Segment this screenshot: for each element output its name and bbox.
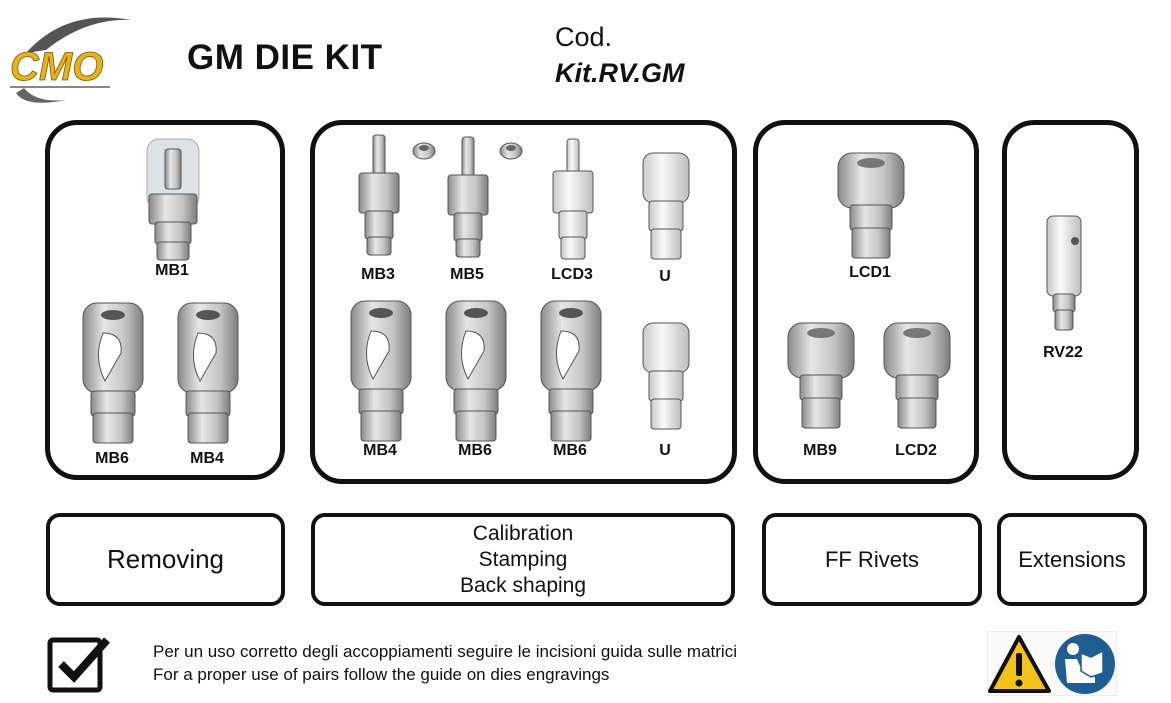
die-label: MB5 xyxy=(450,266,484,283)
label-ff-rivets: FF Rivets xyxy=(762,513,982,606)
safety-icons xyxy=(986,630,1118,697)
die-label: MB4 xyxy=(363,442,397,459)
label-extensions: Extensions xyxy=(997,513,1147,606)
die-label: LCD1 xyxy=(849,264,891,281)
die-label: LCD2 xyxy=(895,442,937,459)
die-label: MB4 xyxy=(190,450,224,467)
label-line: Stamping xyxy=(478,547,568,571)
die-label: MB6 xyxy=(553,442,587,459)
checkbox-checked-icon xyxy=(47,634,113,694)
die-image-icon xyxy=(1046,215,1082,331)
group-removing xyxy=(45,120,285,480)
die-label: U xyxy=(659,268,671,285)
die-image-icon xyxy=(837,152,905,259)
die-label: MB1 xyxy=(155,262,189,279)
group-calibration xyxy=(310,120,737,484)
die-image-icon xyxy=(350,300,412,442)
die-image-icon xyxy=(787,322,855,429)
die-image-icon xyxy=(642,152,690,260)
warning-icon xyxy=(988,635,1051,693)
die-label: MB9 xyxy=(803,442,837,459)
die-image-icon xyxy=(552,138,594,260)
note-english: For a proper use of pairs follow the gui… xyxy=(153,665,610,684)
label-calibration: Calibration Stamping Back shaping xyxy=(311,513,735,606)
die-image-icon xyxy=(82,302,144,444)
die-label: MB3 xyxy=(361,266,395,283)
label-line: Calibration xyxy=(472,521,574,545)
die-label: RV22 xyxy=(1043,344,1083,361)
ring-icon xyxy=(499,142,523,160)
label-removing: Removing xyxy=(46,513,285,606)
die-image-icon xyxy=(146,138,200,261)
code-label: Cod. xyxy=(555,22,613,52)
group-ff-rivets xyxy=(753,120,979,484)
label-line: Back shaping xyxy=(459,573,587,597)
die-label: LCD3 xyxy=(551,266,593,283)
ring-icon xyxy=(412,142,436,160)
die-image-icon xyxy=(540,300,602,442)
die-label: MB6 xyxy=(458,442,492,459)
die-image-icon xyxy=(177,302,239,444)
read-manual-icon xyxy=(1055,634,1115,694)
group-extensions xyxy=(1002,120,1139,480)
code-value: Kit.RV.GM xyxy=(555,58,685,88)
die-image-icon xyxy=(358,134,400,256)
cmo-logo: CMO xyxy=(6,8,134,113)
die-label: U xyxy=(659,442,671,459)
die-image-icon xyxy=(445,300,507,442)
die-image-icon xyxy=(883,322,951,429)
page-title: GM DIE KIT xyxy=(187,38,383,77)
die-image-icon xyxy=(642,322,690,430)
note-italian: Per un uso corretto degli accoppiamenti … xyxy=(153,642,737,661)
svg-text:CMO: CMO xyxy=(10,45,103,89)
die-image-icon xyxy=(447,136,489,258)
die-label: MB6 xyxy=(95,450,129,467)
